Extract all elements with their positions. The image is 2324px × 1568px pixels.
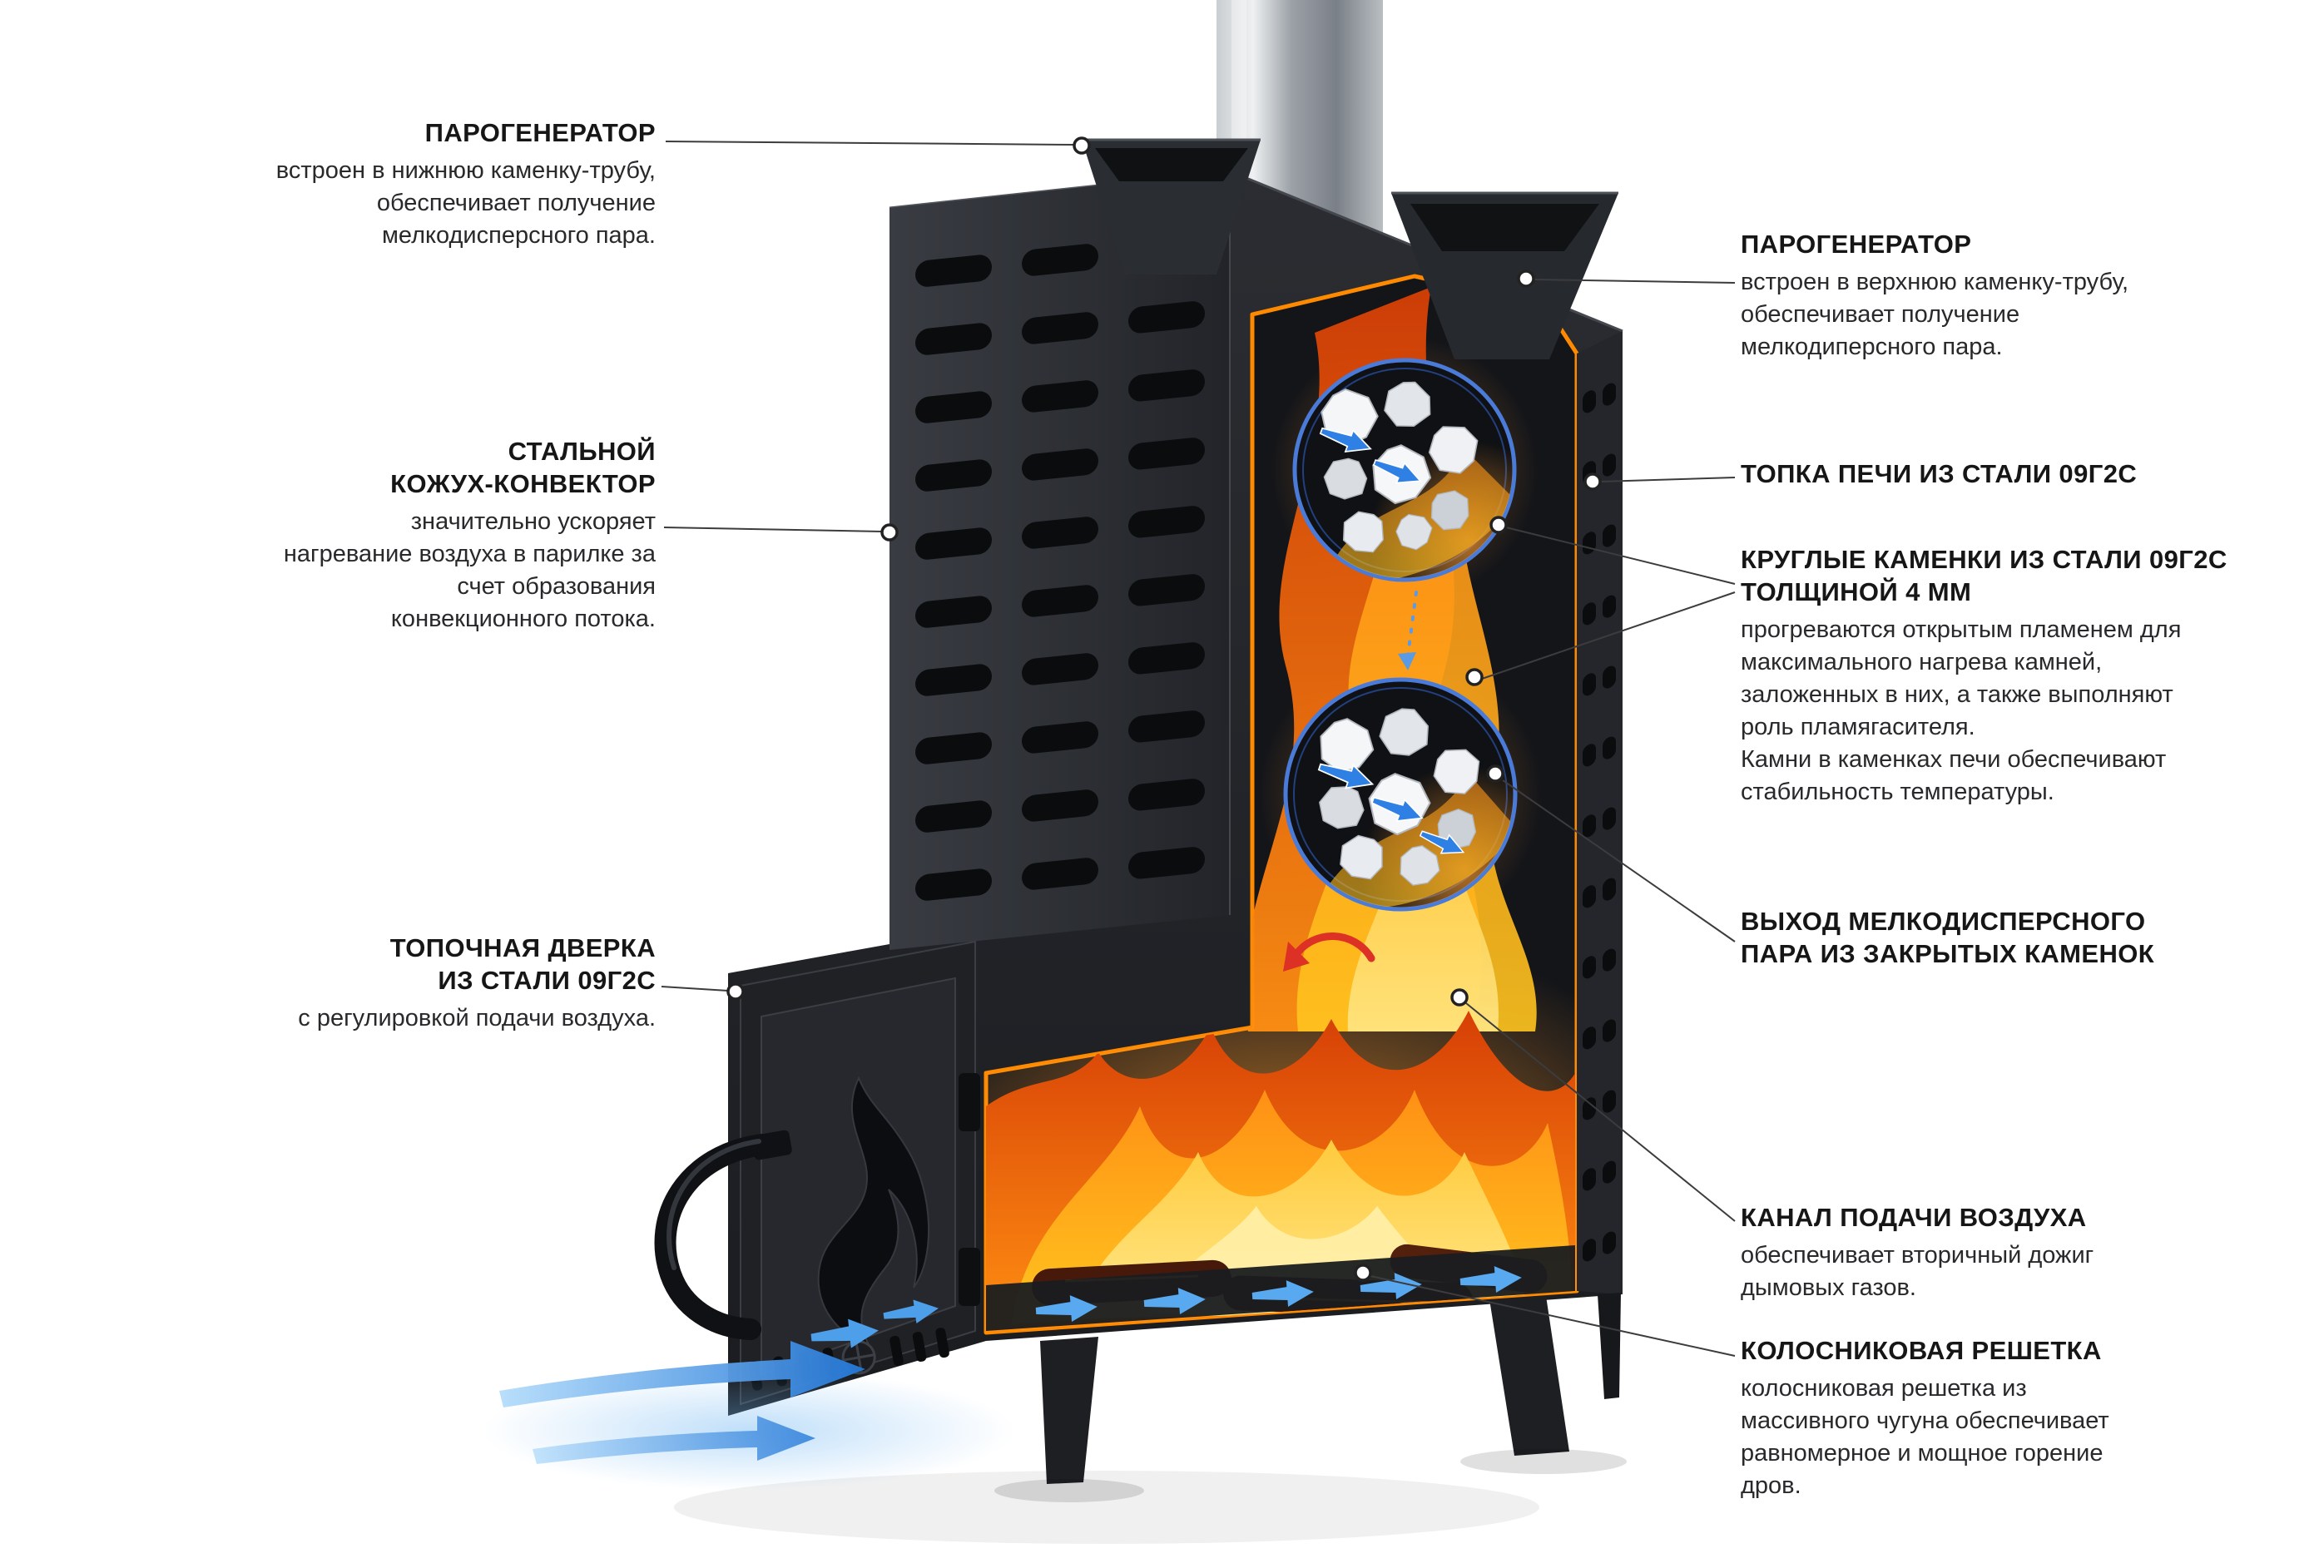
leader-dot: [1489, 516, 1508, 534]
convector-right-slots: [1583, 383, 1616, 1262]
leader-line-grate: [1370, 1275, 1736, 1357]
firebox-door: [740, 940, 980, 1406]
door-handle: [654, 1130, 792, 1340]
annotation-title: ВЫХОД МЕЛКОДИСПЕРСНОГО ПАРА ИЗ ЗАКРЫТЫХ …: [1741, 907, 2155, 968]
floor-shadow: [674, 1471, 1539, 1544]
leader-dots: [726, 136, 1602, 1282]
annotation-title: КОЛОСНИКОВАЯ РЕШЕТКА: [1741, 1336, 2102, 1365]
leader-line-air-channel: [1465, 1002, 1736, 1222]
leader-line-steam-generator-upper: [1533, 279, 1736, 284]
convector-slots: [915, 233, 1205, 901]
door-hinge-top: [959, 1073, 980, 1131]
annotation-round-stone-chambers: КРУГЛЫЕ КАМЕНКИ ИЗ СТАЛИ 09Г2С ТОЛЩИНОЙ …: [1741, 543, 2323, 809]
leader-line-steam-generator-lower: [665, 141, 1076, 146]
leader-line-convector: [663, 527, 883, 532]
annotation-title: ПАРОГЕНЕРАТОР: [1741, 230, 1972, 259]
leader-line-steam-outlet: [1502, 779, 1736, 942]
leader-dot: [1583, 472, 1602, 491]
convector-right-edge: [1577, 331, 1623, 1294]
leader-dot: [1073, 136, 1091, 155]
legs: [994, 1293, 1627, 1502]
leader-dot: [1450, 988, 1469, 1007]
leader-line-chamber-b: [1481, 591, 1736, 680]
annotation-body: прогреваются открытым пламенем для макси…: [1741, 616, 2182, 805]
leader-dot: [1486, 764, 1504, 783]
annotation-body: значительно ускоряет нагревание воздуха …: [283, 508, 656, 632]
steam-flow-dashes: [1398, 591, 1418, 670]
annotation-body: обеспечивает вторичный дожиг дымовых газ…: [1741, 1242, 2094, 1301]
door-flame-emblem: [817, 1076, 929, 1346]
annotation-body: с регулировкой подачи воздуха.: [298, 1005, 656, 1031]
firebox-interior: [984, 274, 1579, 1335]
annotation-title: СТАЛЬНОЙ КОЖУХ-КОНВЕКТОР: [390, 437, 656, 498]
annotation-steam-generator-upper: ПАРОГЕНЕРАТОР встроен в верхнюю каменку-…: [1741, 228, 2307, 364]
door-hinge-bottom: [959, 1248, 980, 1306]
annotation-title: ТОПОЧНАЯ ДВЕРКА ИЗ СТАЛИ 09Г2С: [389, 933, 656, 995]
annotation-title: КАНАЛ ПОДАЧИ ВОЗДУХА: [1741, 1203, 2087, 1232]
annotation-furnace-steel: ТОПКА ПЕЧИ ИЗ СТАЛИ 09Г2С: [1741, 458, 2307, 490]
leader-line-door: [661, 986, 729, 992]
annotation-body: колосниковая решетка из массивного чугун…: [1741, 1375, 2109, 1499]
convector-casing: [889, 171, 1231, 950]
stone-chamber-lower: [1283, 677, 1518, 912]
annotation-title: ТОПКА ПЕЧИ ИЗ СТАЛИ 09Г2С: [1741, 459, 2138, 488]
stone-chamber-upper: [1292, 358, 1517, 582]
leader-dot: [1517, 270, 1535, 288]
leader-dot: [1465, 668, 1484, 686]
annotation-body: встроен в нижнюю каменку-трубу, обеспечи…: [275, 157, 656, 249]
steam-generator-funnel-left: [1082, 138, 1261, 275]
annotation-title: КРУГЛЫЕ КАМЕНКИ ИЗ СТАЛИ 09Г2С ТОЛЩИНОЙ …: [1741, 545, 2227, 606]
leader-line-chamber-a: [1505, 527, 1736, 585]
secondary-air-arrow: [1283, 932, 1375, 972]
leader-dot: [1354, 1264, 1372, 1282]
annotation-title: ПАРОГЕНЕРАТОР: [424, 118, 656, 147]
annotation-air-supply-channel: КАНАЛ ПОДАЧИ ВОЗДУХА обеспечивает вторич…: [1741, 1201, 2307, 1304]
leader-dot: [880, 523, 899, 542]
steam-generator-funnel-right: [1391, 191, 1618, 359]
leader-line-furnace: [1599, 477, 1736, 482]
grate-channel: [986, 1245, 1575, 1331]
leader-dot: [726, 982, 745, 1001]
annotation-grate: КОЛОСНИКОВАЯ РЕШЕТКА колосниковая решетк…: [1741, 1334, 2307, 1502]
annotation-body: встроен в верхнюю каменку-трубу, обеспеч…: [1741, 269, 2129, 360]
annotation-convector-casing: СТАЛЬНОЙ КОЖУХ-КОНВЕКТОР значительно уск…: [123, 435, 656, 636]
annotation-firebox-door: ТОПОЧНАЯ ДВЕРКА ИЗ СТАЛИ 09Г2С с регулир…: [123, 932, 656, 1035]
annotation-steam-generator-lower: ПАРОГЕНЕРАТОР встроен в нижнюю каменку-т…: [123, 116, 656, 252]
leader-lines: [661, 141, 1736, 1357]
air-intake-arrows: [483, 1296, 1015, 1491]
annotation-steam-outlet: ВЫХОД МЕЛКОДИСПЕРСНОГО ПАРА ИЗ ЗАКРЫТЫХ …: [1741, 905, 2323, 970]
